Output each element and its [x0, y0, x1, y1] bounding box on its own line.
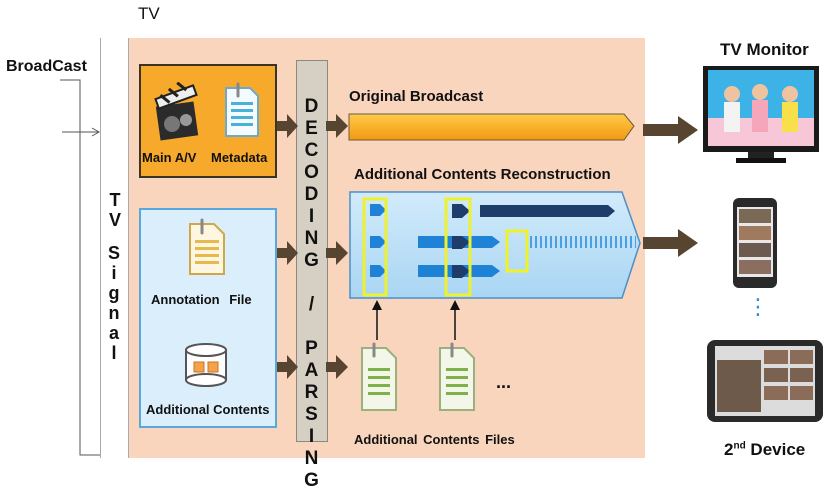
additional-contents-label: Additional Contents	[146, 402, 270, 417]
arrow-annotation-to-decode	[277, 241, 298, 265]
tv-label: TV	[138, 4, 160, 23]
highlight-mid	[444, 197, 472, 297]
second-device-number: 2	[724, 440, 734, 459]
second-device-label: 2nd Device	[724, 440, 805, 460]
marker-left-1	[370, 204, 386, 216]
more-devices-dots: ⋮	[747, 294, 769, 319]
additional-file-icon-2	[439, 342, 475, 411]
arrow-to-second-device	[643, 229, 698, 257]
additional-file-icon-1	[361, 342, 397, 411]
arrow-decode-to-broadcast	[326, 114, 348, 138]
files-ellipsis: ...	[496, 372, 512, 392]
tv-signal-word-tv: TV	[104, 190, 125, 235]
arrow-main-to-decode	[277, 114, 298, 138]
clapperboard-icon	[154, 82, 199, 141]
broadcast-line	[60, 79, 100, 456]
metadata-label: Metadata	[211, 150, 268, 165]
tv-monitor-icon	[703, 66, 819, 163]
tv-signal-word-signal: Signal	[104, 243, 124, 367]
marker-mid-3	[452, 265, 470, 278]
broadcast-label: BroadCast	[6, 58, 87, 75]
stream-top	[480, 205, 615, 217]
broadcast-arrowhead	[91, 127, 101, 137]
main-av-label: Main A/V	[142, 150, 197, 165]
smartphone-icon	[733, 198, 777, 288]
stream-hatched	[530, 236, 636, 248]
highlight-left	[362, 197, 388, 297]
arrow-file1-head	[372, 300, 382, 310]
tv-signal-tv-text: TV	[105, 190, 125, 230]
highlight-right	[505, 229, 529, 273]
reconstruction-label: Additional Contents Reconstruction	[354, 166, 611, 183]
decoding-parsing-bar	[296, 60, 328, 442]
tv-signal-signal-text: Signal	[104, 243, 124, 363]
marker-mid-1	[452, 204, 470, 218]
connector-layer	[60, 79, 101, 456]
arrow-additional-to-decode	[277, 355, 298, 379]
tablet-icon	[707, 340, 823, 422]
arrow-to-tv-monitor	[643, 116, 698, 144]
marker-left-3	[370, 265, 386, 277]
metadata-document-icon	[225, 82, 259, 137]
arrow-decode-to-files	[326, 355, 348, 379]
tv-monitor-label: TV Monitor	[720, 40, 809, 59]
arrow-decode-to-recon	[326, 241, 348, 265]
original-broadcast-bar	[348, 113, 635, 141]
additional-files-label: Additional Contents Files	[354, 432, 515, 447]
second-device-word: Device	[745, 440, 806, 459]
decoding-parsing-label: DECODING / PARSING	[301, 96, 322, 492]
tv-signal-bar	[100, 38, 129, 458]
annotation-document-icon	[189, 218, 225, 275]
flow-diagram	[277, 66, 823, 422]
marker-left-2	[370, 236, 386, 248]
original-broadcast-label: Original Broadcast	[349, 88, 484, 105]
annotation-file-label: Annotation File	[151, 292, 252, 307]
marker-mid-2	[452, 236, 470, 249]
second-device-superscript: nd	[733, 440, 746, 452]
arrow-file2-head	[450, 300, 460, 310]
database-icon	[185, 343, 227, 387]
